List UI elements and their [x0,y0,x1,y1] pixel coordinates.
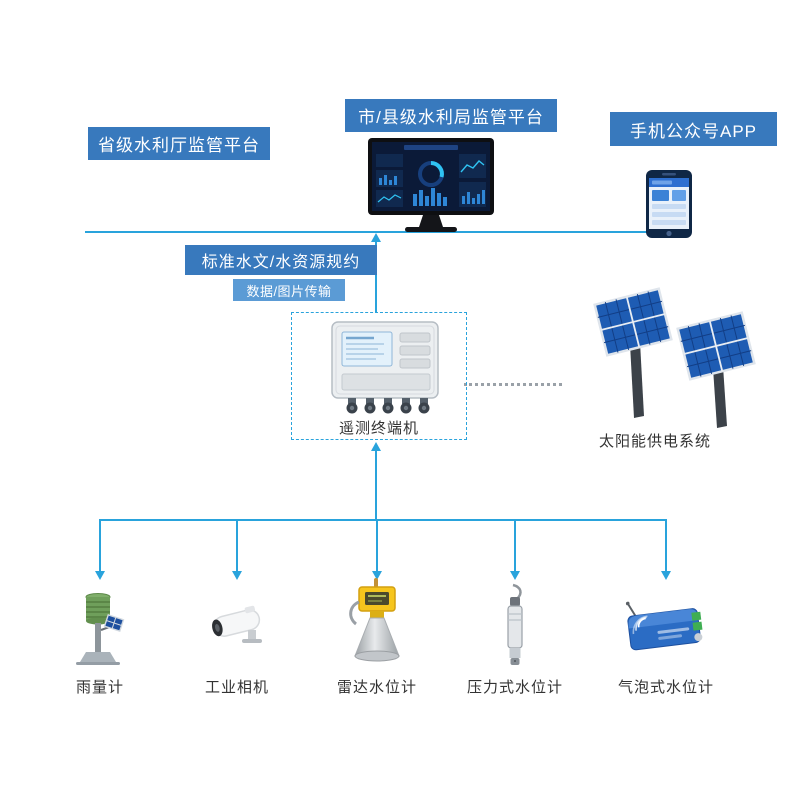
rtu-uplink-line [375,241,377,312]
mobile-app-label: 手机公众号APP [610,112,777,146]
sensor-label-radar: 雷达水位计 [336,679,417,696]
branch-line-bubble [665,519,667,572]
rain-gauge-icon [68,590,132,666]
solar-panel-icon [588,282,773,430]
sensor-label-rain: 雨量计 [75,679,124,696]
branch-line-rain [99,519,101,572]
platform-bus-line [85,231,689,233]
provincial-platform-label: 省级水利厅监管平台 [88,127,270,160]
rtu-label: 遥测终端机 [338,420,419,437]
arrow-down-pressure-icon [510,571,520,580]
monitor-dashboard-icon [368,138,494,234]
industrial-camera-icon [204,600,270,648]
branch-line-pressure [514,519,516,572]
municipal-platform-label: 市/县级水利局监管平台 [345,99,557,132]
bubble-level-gauge-icon [623,594,709,656]
pressure-level-gauge-icon [497,583,533,667]
branch-line-radar [376,519,378,572]
arrow-down-rain-icon [95,571,105,580]
sensor-bus-line [100,519,666,521]
arrow-down-camera-icon [232,571,242,580]
arrow-down-radar-icon [372,571,382,580]
rtu-icon [330,320,440,416]
sensor-label-camera: 工业相机 [204,679,269,696]
arrow-down-bubble-icon [661,571,671,580]
antenna-cable [464,383,562,386]
smartphone-icon [646,170,692,238]
protocol-label: 标准水文/水资源规约 [185,245,377,275]
rtu-downlink-line [375,450,377,521]
branch-line-camera [236,519,238,572]
sensor-label-pressure: 压力式水位计 [466,679,563,696]
radar-level-gauge-icon [344,578,410,666]
transmission-label: 数据/图片传输 [233,279,345,301]
arrow-up-to-platforms-icon [371,233,381,242]
sensor-label-bubble: 气泡式水位计 [617,679,714,696]
solar-label: 太阳能供电系统 [598,433,711,450]
rtu-group-box [291,312,467,440]
arrow-up-to-rtu-icon [371,442,381,451]
